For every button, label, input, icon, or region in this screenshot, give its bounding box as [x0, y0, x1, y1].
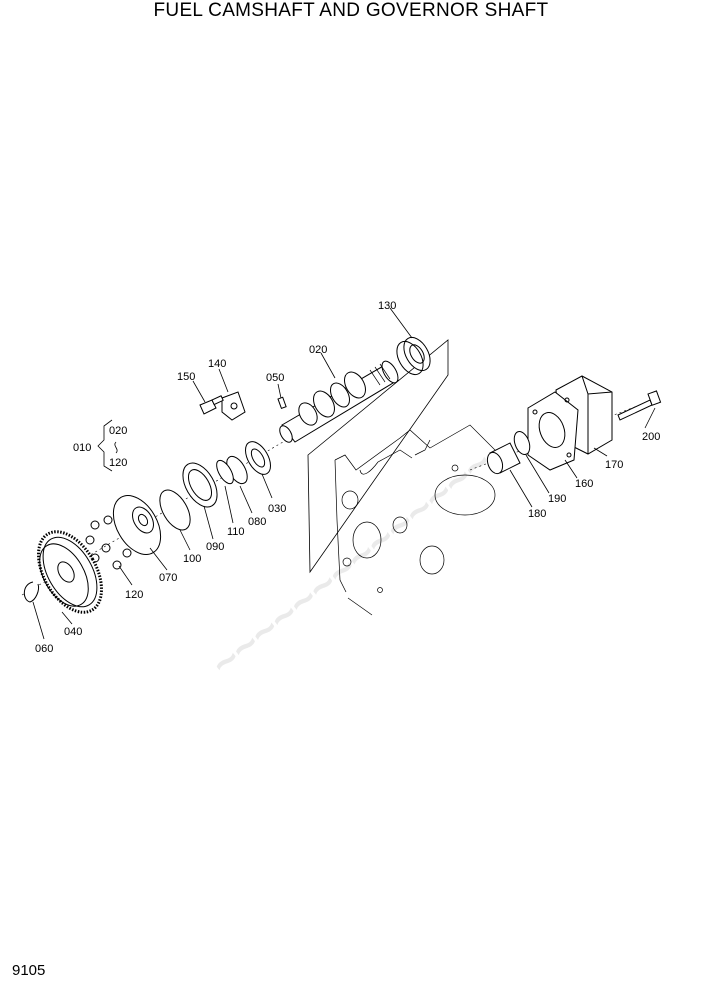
leader-lines — [32, 307, 656, 640]
bearing-030 — [245, 441, 271, 475]
snap-ring-060 — [23, 581, 39, 603]
label-160: 160 — [575, 478, 593, 490]
label-120: 120 — [125, 589, 143, 601]
bearing-130 — [396, 336, 431, 376]
label-060: 060 — [35, 643, 53, 655]
label-020: 020 — [309, 344, 327, 356]
label-130: 130 — [378, 300, 396, 312]
gasket-160 — [527, 391, 579, 471]
ring-100 — [159, 489, 191, 531]
group-bracket — [97, 419, 118, 472]
label-090: 090 — [206, 541, 224, 553]
camshaft-020 — [279, 360, 399, 443]
label-070: 070 — [159, 572, 177, 584]
shaft-axis — [21, 431, 301, 596]
bolt-150 — [199, 395, 224, 415]
label-group-start: 020 — [109, 425, 127, 437]
label-040: 040 — [64, 626, 82, 638]
balls-120 — [85, 515, 132, 570]
label-190: 190 — [548, 493, 566, 505]
label-110: 110 — [227, 526, 245, 538]
hub-070 — [112, 495, 162, 555]
key-050 — [277, 396, 287, 410]
engine-block — [307, 339, 506, 616]
gear-040 — [37, 530, 103, 614]
label-200: 200 — [642, 431, 660, 443]
ring-090 — [182, 462, 218, 508]
label-group-end: 120 — [109, 457, 127, 469]
label-150: 150 — [177, 371, 195, 383]
label-100: 100 — [183, 553, 201, 565]
page-number: 9105 — [12, 962, 46, 979]
label-140: 140 — [208, 358, 226, 370]
bolt-200 — [617, 390, 662, 421]
label-080: 080 — [248, 516, 266, 528]
sleeve-180 — [486, 442, 521, 475]
ring-110 — [216, 459, 234, 485]
page-title: FUEL CAMSHAFT AND GOVERNOR SHAFT — [153, 0, 549, 21]
label-group-010: 010 — [73, 442, 91, 454]
label-030: 030 — [268, 503, 286, 515]
label-170: 170 — [605, 459, 623, 471]
label-180: 180 — [528, 508, 546, 520]
ring-190 — [513, 430, 531, 456]
plate-140 — [221, 391, 246, 421]
label-050: 050 — [266, 372, 284, 384]
